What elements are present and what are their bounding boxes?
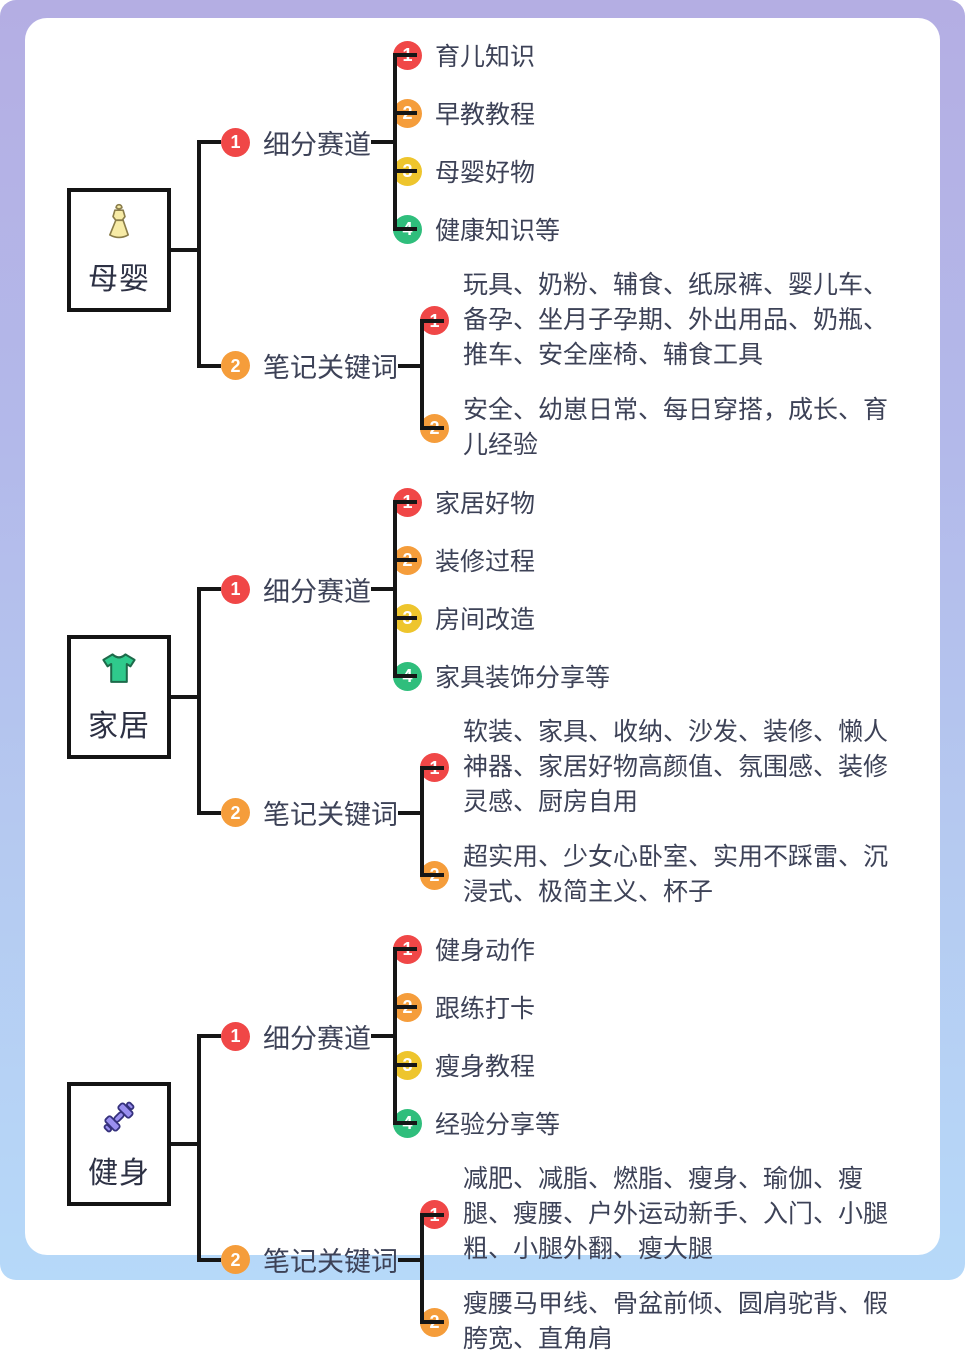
keyword-text: 玩具、奶粉、辅食、纸尿裤、婴儿车、备孕、坐月子孕期、外出用品、奶瓶、推车、安全座… — [463, 271, 889, 369]
badge-number: 1 — [221, 574, 250, 604]
badge-number: 2 — [221, 351, 250, 380]
branch-label: 细分赛道 — [263, 129, 371, 160]
branch-tracks: 1 细分赛道 1 健身动作 2 跟练打卡 — [197, 920, 911, 1152]
branch-keywords: 2 笔记关键词 1 玩具、奶粉、辅食、纸尿裤、婴儿车、备孕、坐月子孕期、外出用品… — [197, 258, 911, 473]
section-fitness: 健身 1 细分赛道 1 健身动作 2 — [67, 920, 932, 1367]
connector-line — [171, 247, 197, 252]
track-item: 2 早教教程 — [393, 84, 560, 142]
badge-number: 4 — [393, 214, 422, 244]
keyword-block: 2 超实用、少女心卧室、实用不踩雷、沉浸式、极简主义、杯子 — [420, 830, 911, 920]
keyword-block: 1 玩具、奶粉、辅食、纸尿裤、婴儿车、备孕、坐月子孕期、外出用品、奶瓶、推车、安… — [420, 258, 911, 383]
branch-keywords: 2 笔记关键词 1 软装、家具、收纳、沙发、装修、懒人神器、家居好物高颜值、氛围… — [197, 705, 911, 920]
badge-number: 4 — [393, 1108, 422, 1138]
track-label: 经验分享等 — [435, 1111, 561, 1139]
dumbbell-icon — [97, 1095, 141, 1139]
badge-number: 1 — [420, 306, 449, 335]
badge-number: 4 — [393, 661, 422, 691]
badge-number: 2 — [420, 1307, 449, 1337]
branch-label: 细分赛道 — [263, 576, 371, 607]
track-item: 3 母婴好物 — [393, 142, 560, 200]
badge-number: 3 — [393, 156, 422, 186]
keyword-text: 软装、家具、收纳、沙发、装修、懒人神器、家居好物高颜值、氛围感、装修灵感、厨房自… — [463, 718, 889, 816]
connector-line — [398, 1257, 420, 1262]
connector-line — [171, 1141, 197, 1146]
track-label: 健身动作 — [435, 937, 536, 965]
track-item: 2 跟练打卡 — [393, 978, 560, 1036]
keyword-text: 减肥、减脂、燃脂、瘦身、瑜伽、瘦腿、瘦腰、户外运动新手、入门、小腿粗、小腿外翻、… — [463, 1165, 889, 1263]
connector-line — [398, 810, 420, 815]
badge-number: 1 — [393, 40, 422, 70]
badge-number: 2 — [420, 860, 449, 890]
badge-number: 1 — [393, 487, 422, 517]
root-node-fitness: 健身 — [67, 1081, 171, 1206]
badge-number: 1 — [393, 934, 422, 964]
track-item: 4 经验分享等 — [393, 1094, 560, 1152]
badge-number: 2 — [420, 413, 449, 443]
badge-number: 2 — [221, 1245, 250, 1274]
track-label: 育儿知识 — [435, 43, 536, 71]
keyword-text: 安全、幼崽日常、每日穿搭，成长、育儿经验 — [463, 396, 889, 459]
badge-number: 2 — [393, 98, 422, 128]
root-label: 母婴 — [88, 263, 150, 296]
tshirt-icon — [97, 648, 141, 692]
track-item: 3 瘦身教程 — [393, 1036, 560, 1094]
section-home: 家居 1 细分赛道 1 家居好物 2 — [67, 473, 932, 920]
root-node-home: 家居 — [67, 634, 171, 759]
track-label: 家居好物 — [435, 490, 536, 518]
badge-number: 2 — [393, 992, 422, 1022]
badge-number: 2 — [393, 545, 422, 575]
track-label: 房间改造 — [435, 606, 536, 634]
branch-label: 笔记关键词 — [263, 353, 398, 383]
track-label: 母婴好物 — [435, 159, 536, 187]
track-label: 健康知识等 — [435, 217, 561, 245]
branch-label: 笔记关键词 — [263, 800, 398, 830]
branch-tracks: 1 细分赛道 1 家居好物 2 装修过程 — [197, 473, 911, 705]
connector-line — [398, 363, 420, 368]
connector-line — [171, 694, 197, 699]
keyword-block: 1 减肥、减脂、燃脂、瘦身、瑜伽、瘦腿、瘦腰、户外运动新手、入门、小腿粗、小腿外… — [420, 1152, 911, 1277]
keyword-block: 2 安全、幼崽日常、每日穿搭，成长、育儿经验 — [420, 383, 911, 473]
track-label: 早教教程 — [435, 101, 536, 129]
badge-number: 3 — [393, 1050, 422, 1080]
track-label: 瘦身教程 — [435, 1053, 536, 1081]
section-mother-baby: 母婴 1 细分赛道 1 育儿知识 — [67, 26, 932, 473]
track-item: 4 家具装饰分享等 — [393, 647, 610, 705]
badge-number: 1 — [221, 127, 250, 157]
track-label: 装修过程 — [435, 548, 536, 576]
badge-number: 1 — [420, 753, 449, 782]
keyword-text: 超实用、少女心卧室、实用不踩雷、沉浸式、极简主义、杯子 — [463, 843, 889, 906]
connector-line — [371, 140, 393, 144]
track-item: 1 育儿知识 — [393, 26, 560, 84]
keyword-block: 2 瘦腰马甲线、骨盆前倾、圆肩驼背、假胯宽、直角肩 — [420, 1277, 911, 1367]
branch-tracks: 1 细分赛道 1 育儿知识 2 早教教程 — [197, 26, 911, 258]
branch-label: 笔记关键词 — [263, 1247, 398, 1277]
keyword-block: 1 软装、家具、收纳、沙发、装修、懒人神器、家居好物高颜值、氛围感、装修灵感、厨… — [420, 705, 911, 830]
connector-line — [371, 587, 393, 591]
badge-number: 2 — [221, 798, 250, 827]
track-item: 3 房间改造 — [393, 589, 610, 647]
gradient-background: 母婴 1 细分赛道 1 育儿知识 — [0, 0, 965, 1280]
track-label: 跟练打卡 — [435, 995, 536, 1023]
badge-number: 3 — [393, 603, 422, 633]
badge-number: 1 — [221, 1021, 250, 1051]
branch-keywords: 2 笔记关键词 1 减肥、减脂、燃脂、瘦身、瑜伽、瘦腿、瘦腰、户外运动新手、入门… — [197, 1152, 911, 1367]
root-node-mother-baby: 母婴 — [67, 187, 171, 312]
track-label: 家具装饰分享等 — [435, 664, 611, 692]
mindmap-card: 母婴 1 细分赛道 1 育儿知识 — [25, 18, 940, 1353]
root-label: 家居 — [88, 710, 150, 743]
branch-label: 细分赛道 — [263, 1023, 371, 1054]
badge-number: 1 — [420, 1200, 449, 1229]
keyword-text: 瘦腰马甲线、骨盆前倾、圆肩驼背、假胯宽、直角肩 — [463, 1290, 889, 1353]
connector-line — [371, 1034, 393, 1038]
track-item: 1 健身动作 — [393, 920, 560, 978]
track-item: 2 装修过程 — [393, 531, 610, 589]
root-label: 健身 — [88, 1157, 150, 1190]
track-item: 1 家居好物 — [393, 473, 610, 531]
dress-icon — [97, 201, 141, 245]
track-item: 4 健康知识等 — [393, 200, 560, 258]
